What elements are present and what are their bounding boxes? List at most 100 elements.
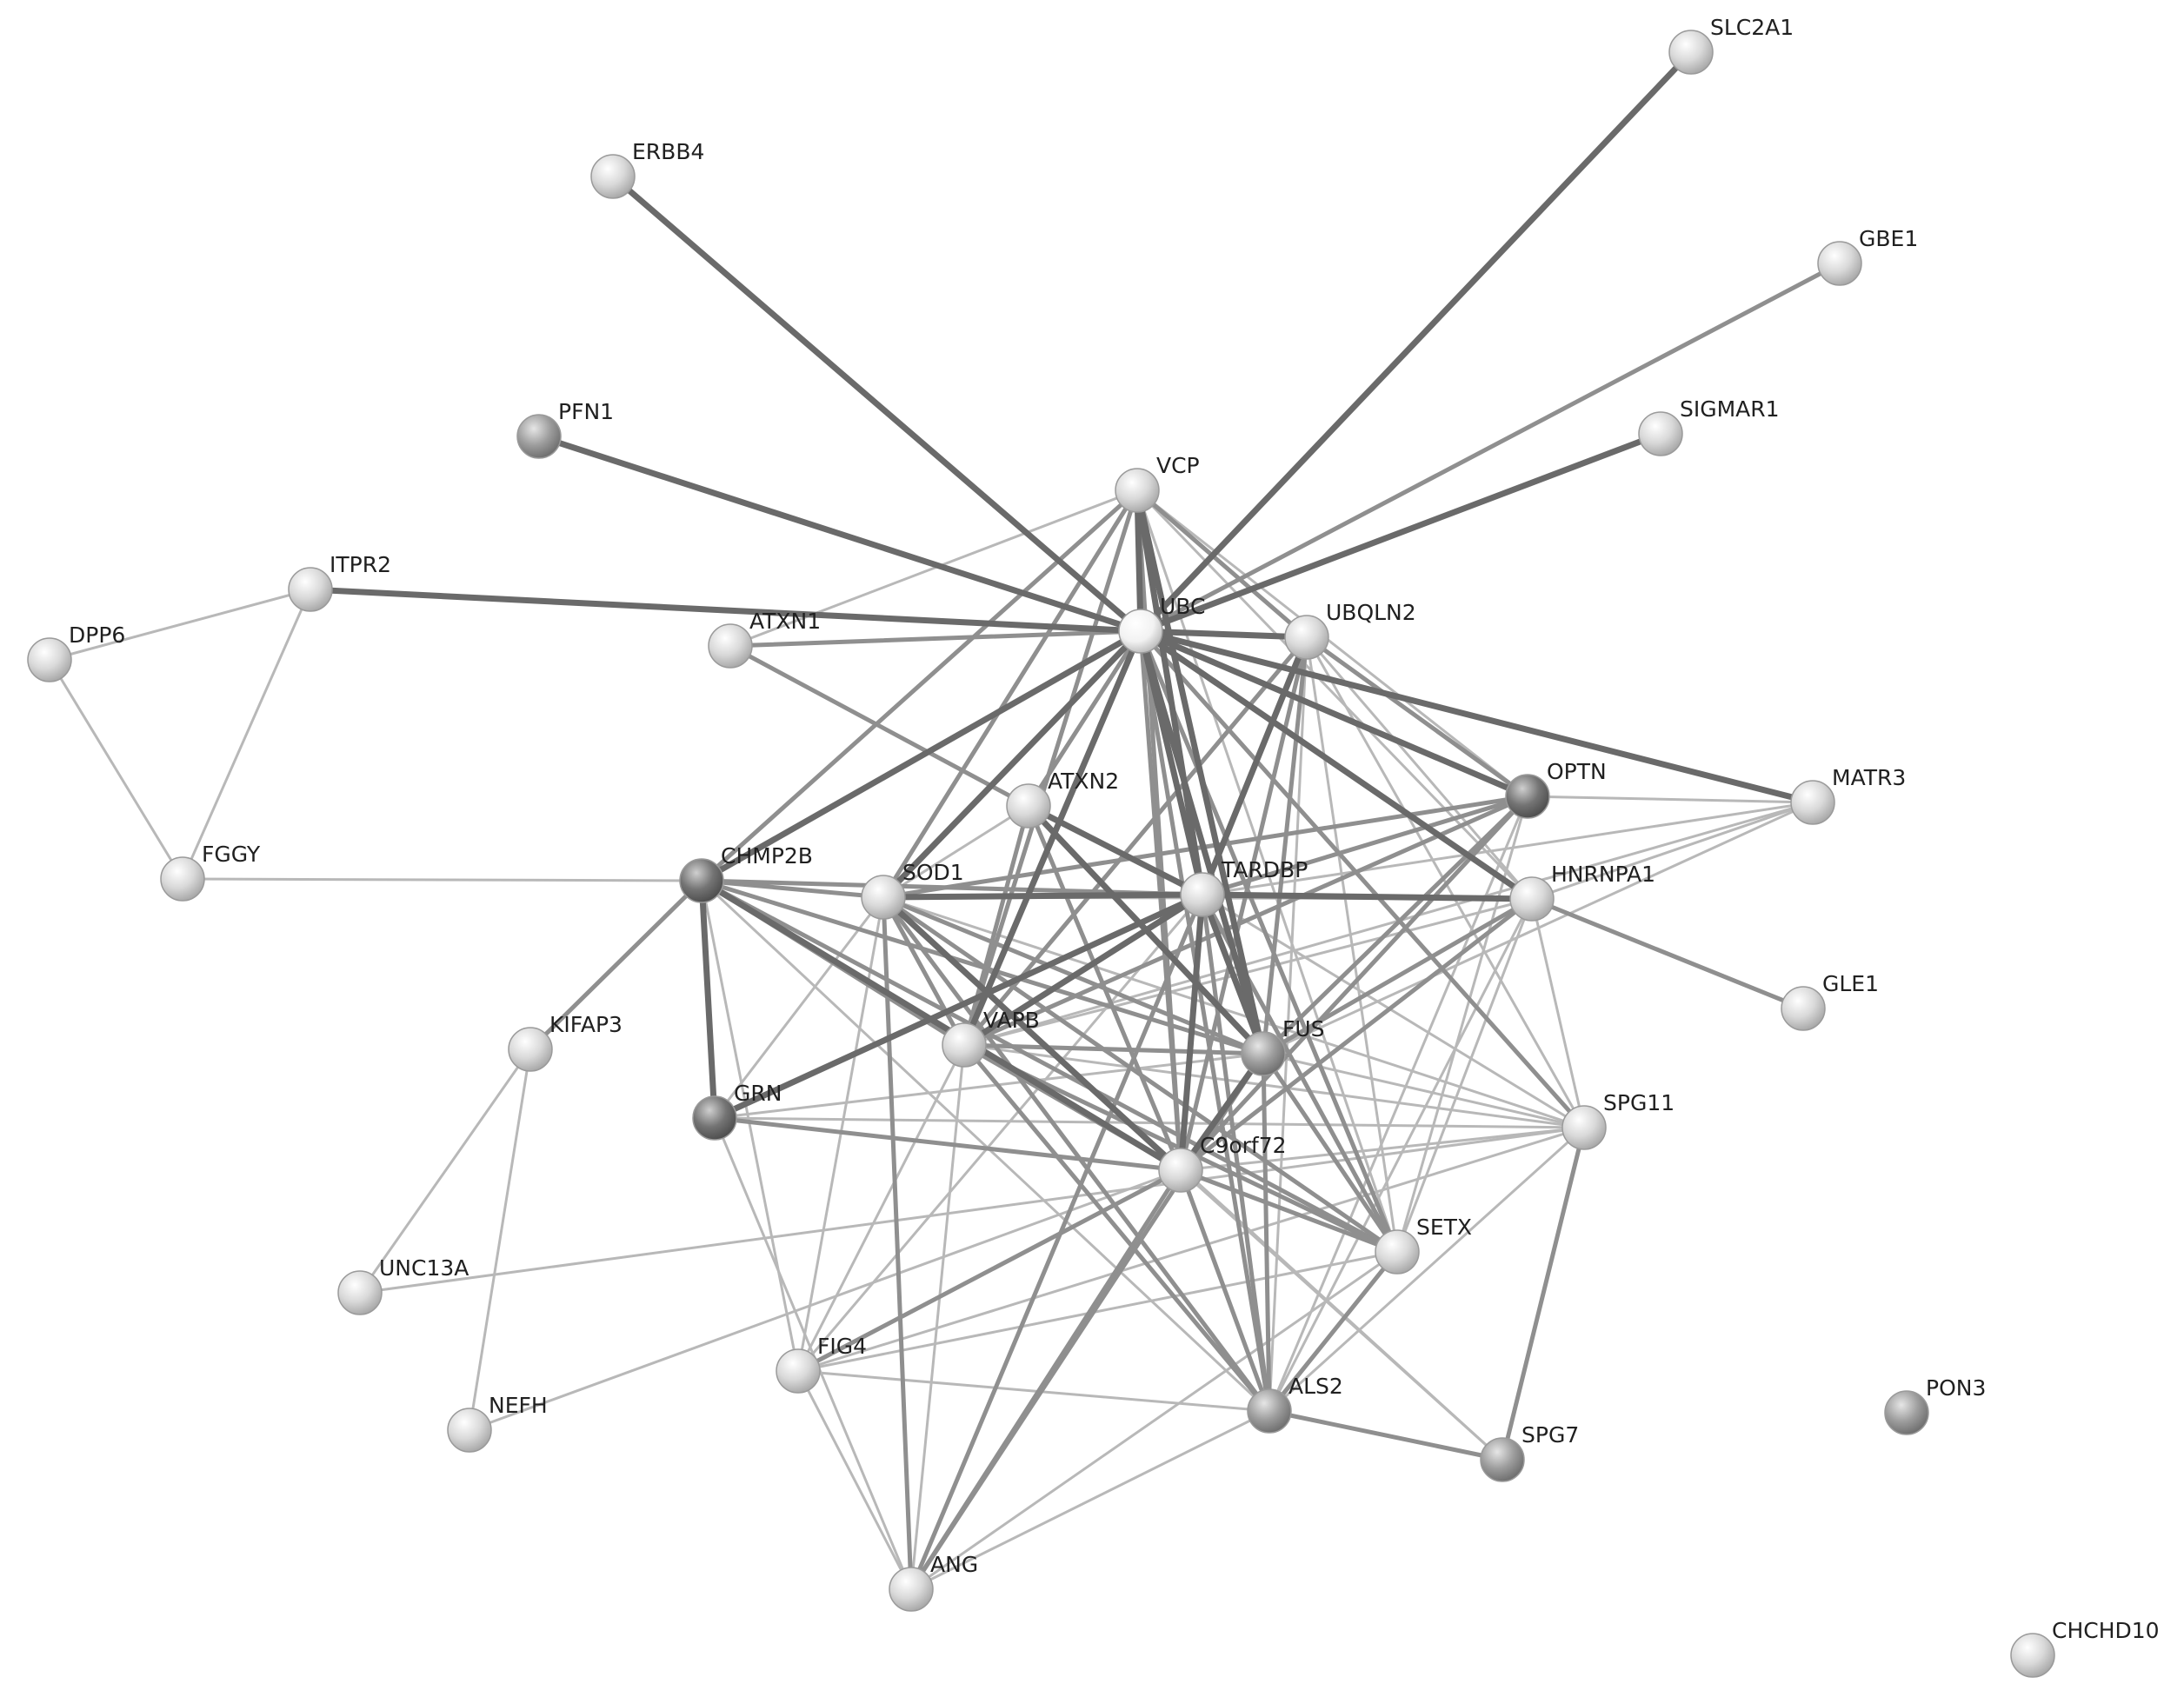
node-circle-setx[interactable] <box>1375 1229 1420 1275</box>
edge-ubc-vapb <box>961 628 1144 1048</box>
node-atxn1[interactable]: ATXN1 <box>708 609 821 669</box>
edge-fus-grn <box>713 1052 1265 1120</box>
node-vapb[interactable]: VAPB <box>942 1008 1040 1068</box>
node-circle-vcp[interactable] <box>1115 468 1160 513</box>
node-circle-tardbp[interactable] <box>1180 872 1225 917</box>
node-label-gle1: GLE1 <box>1822 971 1879 996</box>
node-label-fig4: FIG4 <box>817 1334 867 1359</box>
edge-itpr2-dpp6 <box>48 588 312 662</box>
node-spg7[interactable]: SPG7 <box>1480 1422 1579 1482</box>
edge-spg11-fig4 <box>796 1126 1586 1373</box>
node-sod1[interactable]: SOD1 <box>861 860 964 920</box>
node-circle-hnrnpa1[interactable] <box>1509 876 1555 922</box>
node-circle-matr3[interactable] <box>1790 780 1835 825</box>
node-gle1[interactable]: GLE1 <box>1781 971 1879 1031</box>
node-circle-spg11[interactable] <box>1561 1105 1607 1150</box>
node-chchd10[interactable]: CHCHD10 <box>2010 1618 2160 1678</box>
node-circle-chmp2b[interactable] <box>679 858 724 903</box>
node-fus[interactable]: FUS <box>1241 1016 1325 1076</box>
node-circle-itpr2[interactable] <box>288 567 333 612</box>
node-grn[interactable]: GRN <box>692 1081 782 1141</box>
edge-tardbp-c9orf72 <box>1177 891 1206 1174</box>
node-circle-nefh[interactable] <box>447 1408 492 1453</box>
node-label-tardbp: TARDBP <box>1221 857 1308 882</box>
edge-atxn2-tardbp <box>1025 802 1206 898</box>
edge-ubqln2-c9orf72 <box>1178 635 1309 1173</box>
edge-ubc-atxn1 <box>728 629 1143 649</box>
node-circle-kifap3[interactable] <box>508 1027 553 1072</box>
node-label-pfn1: PFN1 <box>558 399 614 424</box>
node-optn[interactable]: OPTN <box>1505 759 1607 819</box>
node-chmp2b[interactable]: CHMP2B <box>679 843 813 903</box>
node-circle-sod1[interactable] <box>861 875 906 920</box>
edge-optn-vapb <box>962 794 1530 1048</box>
node-setx[interactable]: SETX <box>1375 1215 1472 1275</box>
node-circle-ang[interactable] <box>889 1567 934 1612</box>
node-ubc[interactable]: UBC <box>1118 594 1205 654</box>
node-circle-gbe1[interactable] <box>1817 241 1862 286</box>
node-gbe1[interactable]: GBE1 <box>1817 226 1918 286</box>
node-circle-atxn1[interactable] <box>708 623 753 669</box>
node-itpr2[interactable]: ITPR2 <box>288 552 391 612</box>
node-circle-pon3[interactable] <box>1884 1390 1929 1435</box>
edge-c9orf72-spg7 <box>1179 1168 1504 1461</box>
node-circle-pfn1[interactable] <box>516 414 562 459</box>
node-label-sigmar1: SIGMAR1 <box>1680 396 1780 422</box>
node-kifap3[interactable]: KIFAP3 <box>508 1012 623 1072</box>
edge-c9orf72-nefh <box>468 1168 1182 1432</box>
node-circle-optn[interactable] <box>1505 774 1550 819</box>
node-circle-fggy[interactable] <box>160 856 205 902</box>
node-label-sod1: SOD1 <box>902 860 964 885</box>
edge-hnrnpa1-gle1 <box>1529 896 1806 1011</box>
edge-hnrnpa1-fus <box>1261 896 1535 1056</box>
node-circle-dpp6[interactable] <box>27 637 72 682</box>
node-dpp6[interactable]: DPP6 <box>27 622 125 682</box>
node-erbb4[interactable]: ERBB4 <box>590 139 704 199</box>
node-label-dpp6: DPP6 <box>69 622 125 648</box>
node-pfn1[interactable]: PFN1 <box>516 399 614 459</box>
edge-c9orf72-ang <box>909 1168 1183 1592</box>
node-hnrnpa1[interactable]: HNRNPA1 <box>1509 862 1655 922</box>
node-unc13a[interactable]: UNC13A <box>337 1255 469 1315</box>
node-vcp[interactable]: VCP <box>1115 453 1200 513</box>
node-circle-ubqln2[interactable] <box>1284 615 1329 660</box>
node-circle-fig4[interactable] <box>776 1348 821 1394</box>
node-label-pon3: PON3 <box>1926 1375 1986 1401</box>
edge-itpr2-fggy <box>181 588 312 881</box>
node-circle-ubc[interactable] <box>1118 609 1163 654</box>
edge-tardbp-grn <box>711 891 1206 1122</box>
node-circle-slc2a1[interactable] <box>1668 30 1714 75</box>
edge-ubc-sigmar1 <box>1137 430 1664 635</box>
node-circle-unc13a[interactable] <box>337 1270 383 1315</box>
node-fig4[interactable]: FIG4 <box>776 1334 867 1394</box>
node-sigmar1[interactable]: SIGMAR1 <box>1638 396 1780 456</box>
node-circle-spg7[interactable] <box>1480 1437 1525 1482</box>
node-circle-grn[interactable] <box>692 1095 737 1141</box>
node-circle-c9orf72[interactable] <box>1158 1148 1203 1193</box>
node-label-gbe1: GBE1 <box>1859 226 1918 251</box>
node-ubqln2[interactable]: UBQLN2 <box>1284 600 1416 660</box>
node-nefh[interactable]: NEFH <box>447 1393 548 1453</box>
node-pon3[interactable]: PON3 <box>1884 1375 1986 1435</box>
node-fggy[interactable]: FGGY <box>160 842 261 902</box>
node-atxn2[interactable]: ATXN2 <box>1006 769 1119 829</box>
node-tardbp[interactable]: TARDBP <box>1180 857 1308 917</box>
node-spg11[interactable]: SPG11 <box>1561 1090 1675 1150</box>
node-circle-erbb4[interactable] <box>590 154 636 199</box>
node-als2[interactable]: ALS2 <box>1247 1374 1343 1434</box>
node-label-fggy: FGGY <box>202 842 261 867</box>
node-circle-sigmar1[interactable] <box>1638 411 1683 456</box>
edge-vapb-spg11 <box>962 1043 1586 1129</box>
node-circle-gle1[interactable] <box>1781 986 1826 1031</box>
node-circle-chchd10[interactable] <box>2010 1633 2055 1678</box>
node-slc2a1[interactable]: SLC2A1 <box>1668 15 1794 75</box>
node-matr3[interactable]: MATR3 <box>1790 765 1906 825</box>
node-circle-atxn2[interactable] <box>1006 783 1051 829</box>
node-circle-fus[interactable] <box>1241 1031 1286 1076</box>
node-label-chchd10: CHCHD10 <box>2052 1618 2160 1643</box>
node-ang[interactable]: ANG <box>889 1552 978 1612</box>
node-circle-als2[interactable] <box>1247 1388 1292 1434</box>
node-circle-vapb[interactable] <box>942 1022 987 1068</box>
node-c9orf72[interactable]: C9orf72 <box>1158 1133 1287 1193</box>
node-label-c9orf72: C9orf72 <box>1200 1133 1287 1158</box>
